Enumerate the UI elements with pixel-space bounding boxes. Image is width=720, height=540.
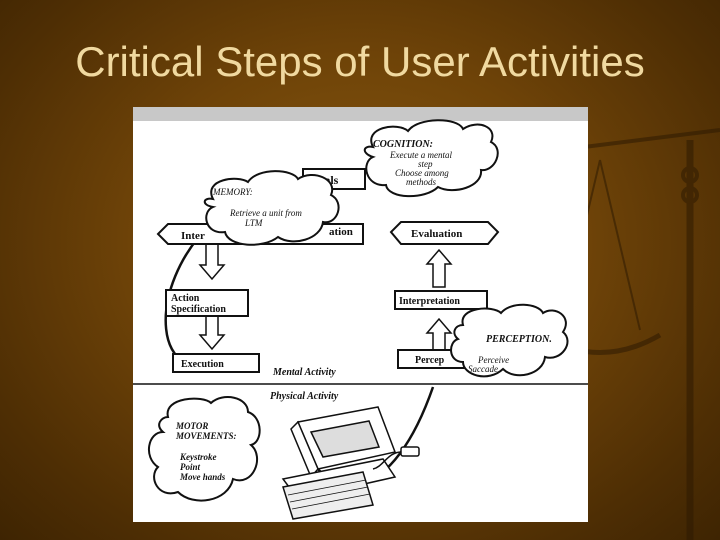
arrow-up-1 xyxy=(427,250,451,287)
evaluation-of-label: ation xyxy=(329,226,353,238)
memory-line-2: LTM xyxy=(244,218,263,228)
action-spec-line2: Specification xyxy=(171,304,226,315)
motor-title-2: MOVEMENTS: xyxy=(175,431,237,441)
memory-title: MEMORY: xyxy=(212,187,253,197)
interpretation-label: Interpretation xyxy=(399,296,460,307)
arrow-down-2 xyxy=(200,312,224,349)
intention-label: Inter xyxy=(181,230,205,242)
motor-cloud xyxy=(149,397,260,500)
physical-activity-label: Physical Activity xyxy=(270,391,339,402)
motor-title-1: MOTOR xyxy=(175,421,208,431)
perception-title: PERCEPTION. xyxy=(486,334,552,345)
motor-line-3: Move hands xyxy=(179,472,226,482)
motor-line-1: Keystroke xyxy=(179,452,217,462)
cognition-title: COGNITION: xyxy=(373,139,433,150)
perception-box-label: Percep xyxy=(415,355,445,366)
diagram-panel: Goals Inter ation Evaluation Action Spec… xyxy=(133,107,588,522)
memory-line-1: Retrieve a unit from xyxy=(229,208,302,218)
perception-line-2: Saccade xyxy=(468,364,498,374)
evaluation-label: Evaluation xyxy=(411,228,462,240)
mental-activity-label: Mental Activity xyxy=(272,367,336,378)
motor-line-2: Point xyxy=(180,462,201,472)
arrow-down-1 xyxy=(200,242,224,279)
execution-label: Execution xyxy=(181,359,224,370)
activity-diagram: Goals Inter ation Evaluation Action Spec… xyxy=(133,107,588,522)
cognition-line-4: methods xyxy=(406,177,436,187)
computer-illustration xyxy=(283,407,419,519)
top-band xyxy=(133,107,588,121)
action-spec-line1: Action xyxy=(171,293,200,304)
